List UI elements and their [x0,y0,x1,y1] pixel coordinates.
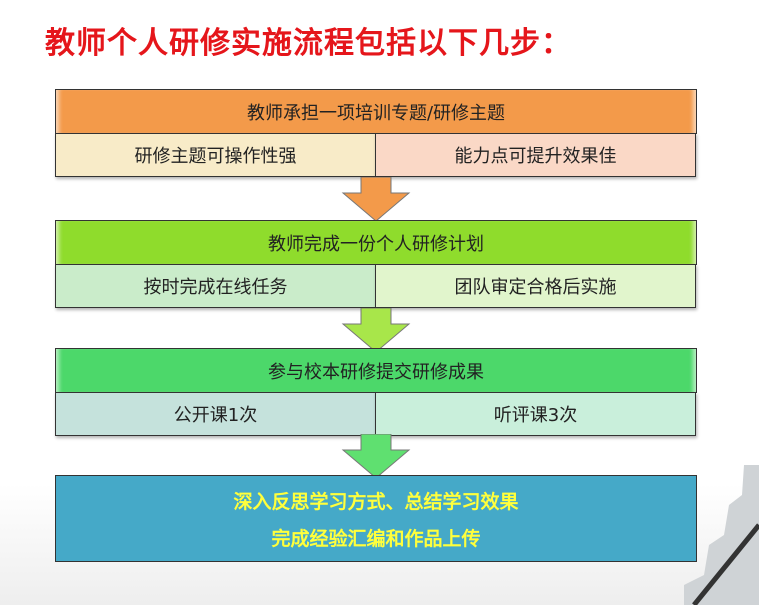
step1-header: 教师承担一项培训专题/研修主题 [55,89,697,134]
step1-left: 研修主题可操作性强 [55,133,376,177]
final-line2: 完成经验汇编和作品上传 [271,527,481,550]
down-arrow-icon [341,308,411,352]
step2-header: 教师完成一份个人研修计划 [55,220,697,265]
down-arrow-icon [341,177,411,221]
down-arrow-icon [341,434,411,478]
step2-left: 按时完成在线任务 [55,264,376,308]
step2-right: 团队审定合格后实施 [375,264,696,308]
page-title: 教师个人研修实施流程包括以下几步： [45,26,572,61]
final-line1: 深入反思学习方式、总结学习效果 [233,490,519,513]
step1-right: 能力点可提升效果佳 [375,133,696,177]
step3-header: 参与校本研修提交研修成果 [55,348,697,393]
final-step: 深入反思学习方式、总结学习效果 完成经验汇编和作品上传 [55,475,697,562]
stairs-decoration-icon [684,465,759,605]
step3-right: 听评课3次 [375,392,696,436]
step3-left: 公开课1次 [55,392,376,436]
